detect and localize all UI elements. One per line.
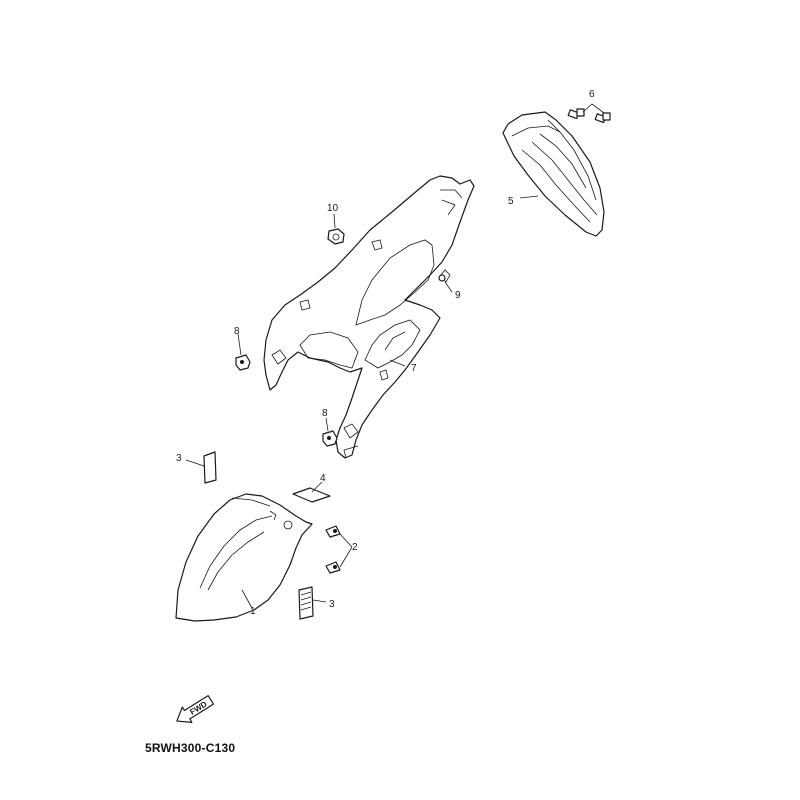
- callout-9: 9: [455, 290, 461, 301]
- clip-part-8b: [322, 430, 338, 447]
- callout-1: 1: [250, 606, 256, 617]
- callout-7: 7: [411, 363, 417, 374]
- grommet-part: [327, 228, 345, 245]
- clip-part-8a: [235, 354, 251, 371]
- front-fender-part: [175, 493, 313, 622]
- callout-4: 4: [320, 473, 326, 484]
- tail-cowl-part: [502, 111, 605, 237]
- callout-2: 2: [352, 542, 358, 553]
- diagram-code: 5RWH300-C130: [145, 741, 236, 755]
- callout-6: 6: [589, 89, 595, 100]
- screw-part-6: [567, 103, 611, 124]
- bolt-part-2: [325, 525, 353, 574]
- decal-part-4: [292, 487, 331, 503]
- label-part-3b: [298, 586, 314, 620]
- callout-8b: 8: [322, 408, 328, 419]
- callout-3a: 3: [176, 453, 182, 464]
- screw-part-9: [438, 274, 446, 282]
- side-cover-part: [263, 175, 475, 459]
- callout-3b: 3: [329, 599, 335, 610]
- callout-10: 10: [327, 203, 339, 214]
- leader-lines: [185, 195, 539, 609]
- callout-8a: 8: [234, 326, 240, 337]
- label-part-3a: [203, 451, 217, 484]
- fwd-arrow-icon: FWD: [176, 695, 215, 723]
- callout-5: 5: [508, 196, 514, 207]
